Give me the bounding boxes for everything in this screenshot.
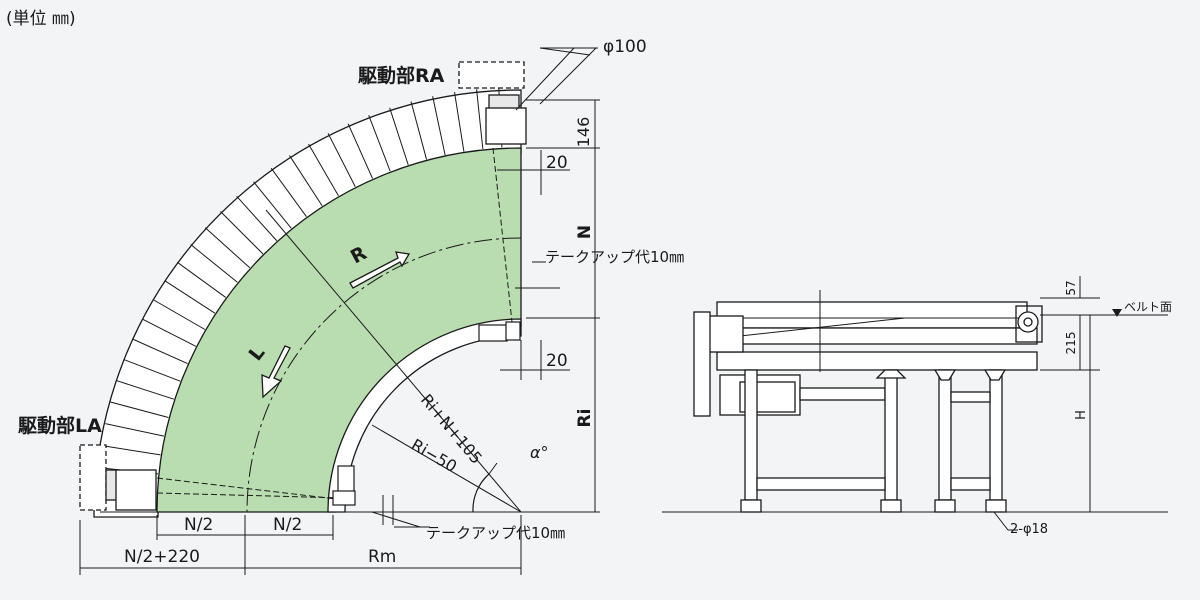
roller-divider: [110, 401, 169, 419]
dim-ri-label: Ri: [575, 409, 595, 428]
dim-20-bottom-label: 20: [546, 351, 568, 371]
roller-divider: [204, 227, 251, 269]
roller-divider: [476, 89, 484, 150]
roller-divider: [124, 359, 181, 382]
drive-la-label: 駆動部LA: [18, 414, 102, 437]
outer-guard-rollers: [96, 87, 503, 494]
roller-divider: [152, 299, 206, 330]
roller-divider: [105, 423, 165, 437]
takeup-line-top: [492, 147, 513, 323]
unit-note: (単位 ㎜): [6, 9, 76, 29]
roller-divider: [132, 338, 188, 364]
roller-divider: [432, 96, 446, 156]
belt-surface-label: ベルト面: [1124, 300, 1172, 314]
roller-divider: [142, 318, 197, 347]
roller-divider: [289, 155, 323, 207]
roller-divider: [236, 195, 278, 242]
roller-divider: [116, 380, 175, 400]
roller-divider: [190, 244, 238, 283]
side-elevation-view: [662, 290, 1168, 513]
roller-divider: [176, 261, 227, 298]
radial-line-inner: [371, 424, 522, 513]
roller-divider: [327, 133, 356, 188]
roller-divider: [253, 181, 292, 229]
dim-20-top-label: 20: [546, 153, 568, 173]
curve-plan-view: [93, 87, 600, 518]
roller-divider: [347, 123, 373, 179]
roller-divider: [454, 92, 465, 152]
phi100-label: φ100: [603, 37, 647, 57]
angle-arc: [472, 473, 490, 513]
takeup-line-left: [156, 477, 346, 501]
rm-label: Rm: [368, 547, 396, 567]
dim-h-label: H: [1074, 410, 1089, 420]
roller-divider: [270, 167, 307, 218]
n-half-1-label: N/2: [184, 515, 213, 535]
drive-unit-ra: [458, 61, 527, 145]
n-half-2-label: N/2: [273, 515, 302, 535]
centerline-arc: [246, 237, 522, 513]
n-half-220-label: N/2+220: [124, 547, 200, 567]
takeup-line-left2: [156, 492, 346, 499]
roller-divider: [389, 107, 409, 166]
drive-unit-la: [79, 444, 157, 511]
takeup-blocks: [332, 321, 521, 506]
roller-divider: [410, 101, 428, 160]
side-dimension-lines: [993, 276, 1168, 531]
roller-divider: [101, 445, 161, 456]
dim-n-label: N: [575, 225, 595, 239]
r-direction-arrow: [349, 251, 411, 289]
roller-divider: [220, 211, 264, 255]
roller-divider: [368, 115, 391, 172]
roller-divider: [164, 280, 216, 314]
drive-ra-label: 駆動部RA: [358, 64, 445, 87]
l-direction-arrow: [261, 345, 291, 399]
phi18-label: 2-φ18: [1010, 522, 1048, 537]
alpha-label: α°: [530, 443, 549, 462]
takeup-bottom-label: テークアップ代10㎜: [426, 524, 565, 542]
belt-surface-marker: [1112, 309, 1122, 317]
dim-215-label: 215: [1064, 332, 1078, 355]
radial-line-outer: [265, 209, 522, 513]
plan-dimension-lines: [79, 47, 600, 575]
dim-57-label: 57: [1064, 280, 1078, 295]
takeup-top-label: テークアップ代10㎜: [545, 248, 684, 266]
dim-146-label: 146: [574, 117, 593, 148]
roller-divider: [308, 143, 339, 197]
